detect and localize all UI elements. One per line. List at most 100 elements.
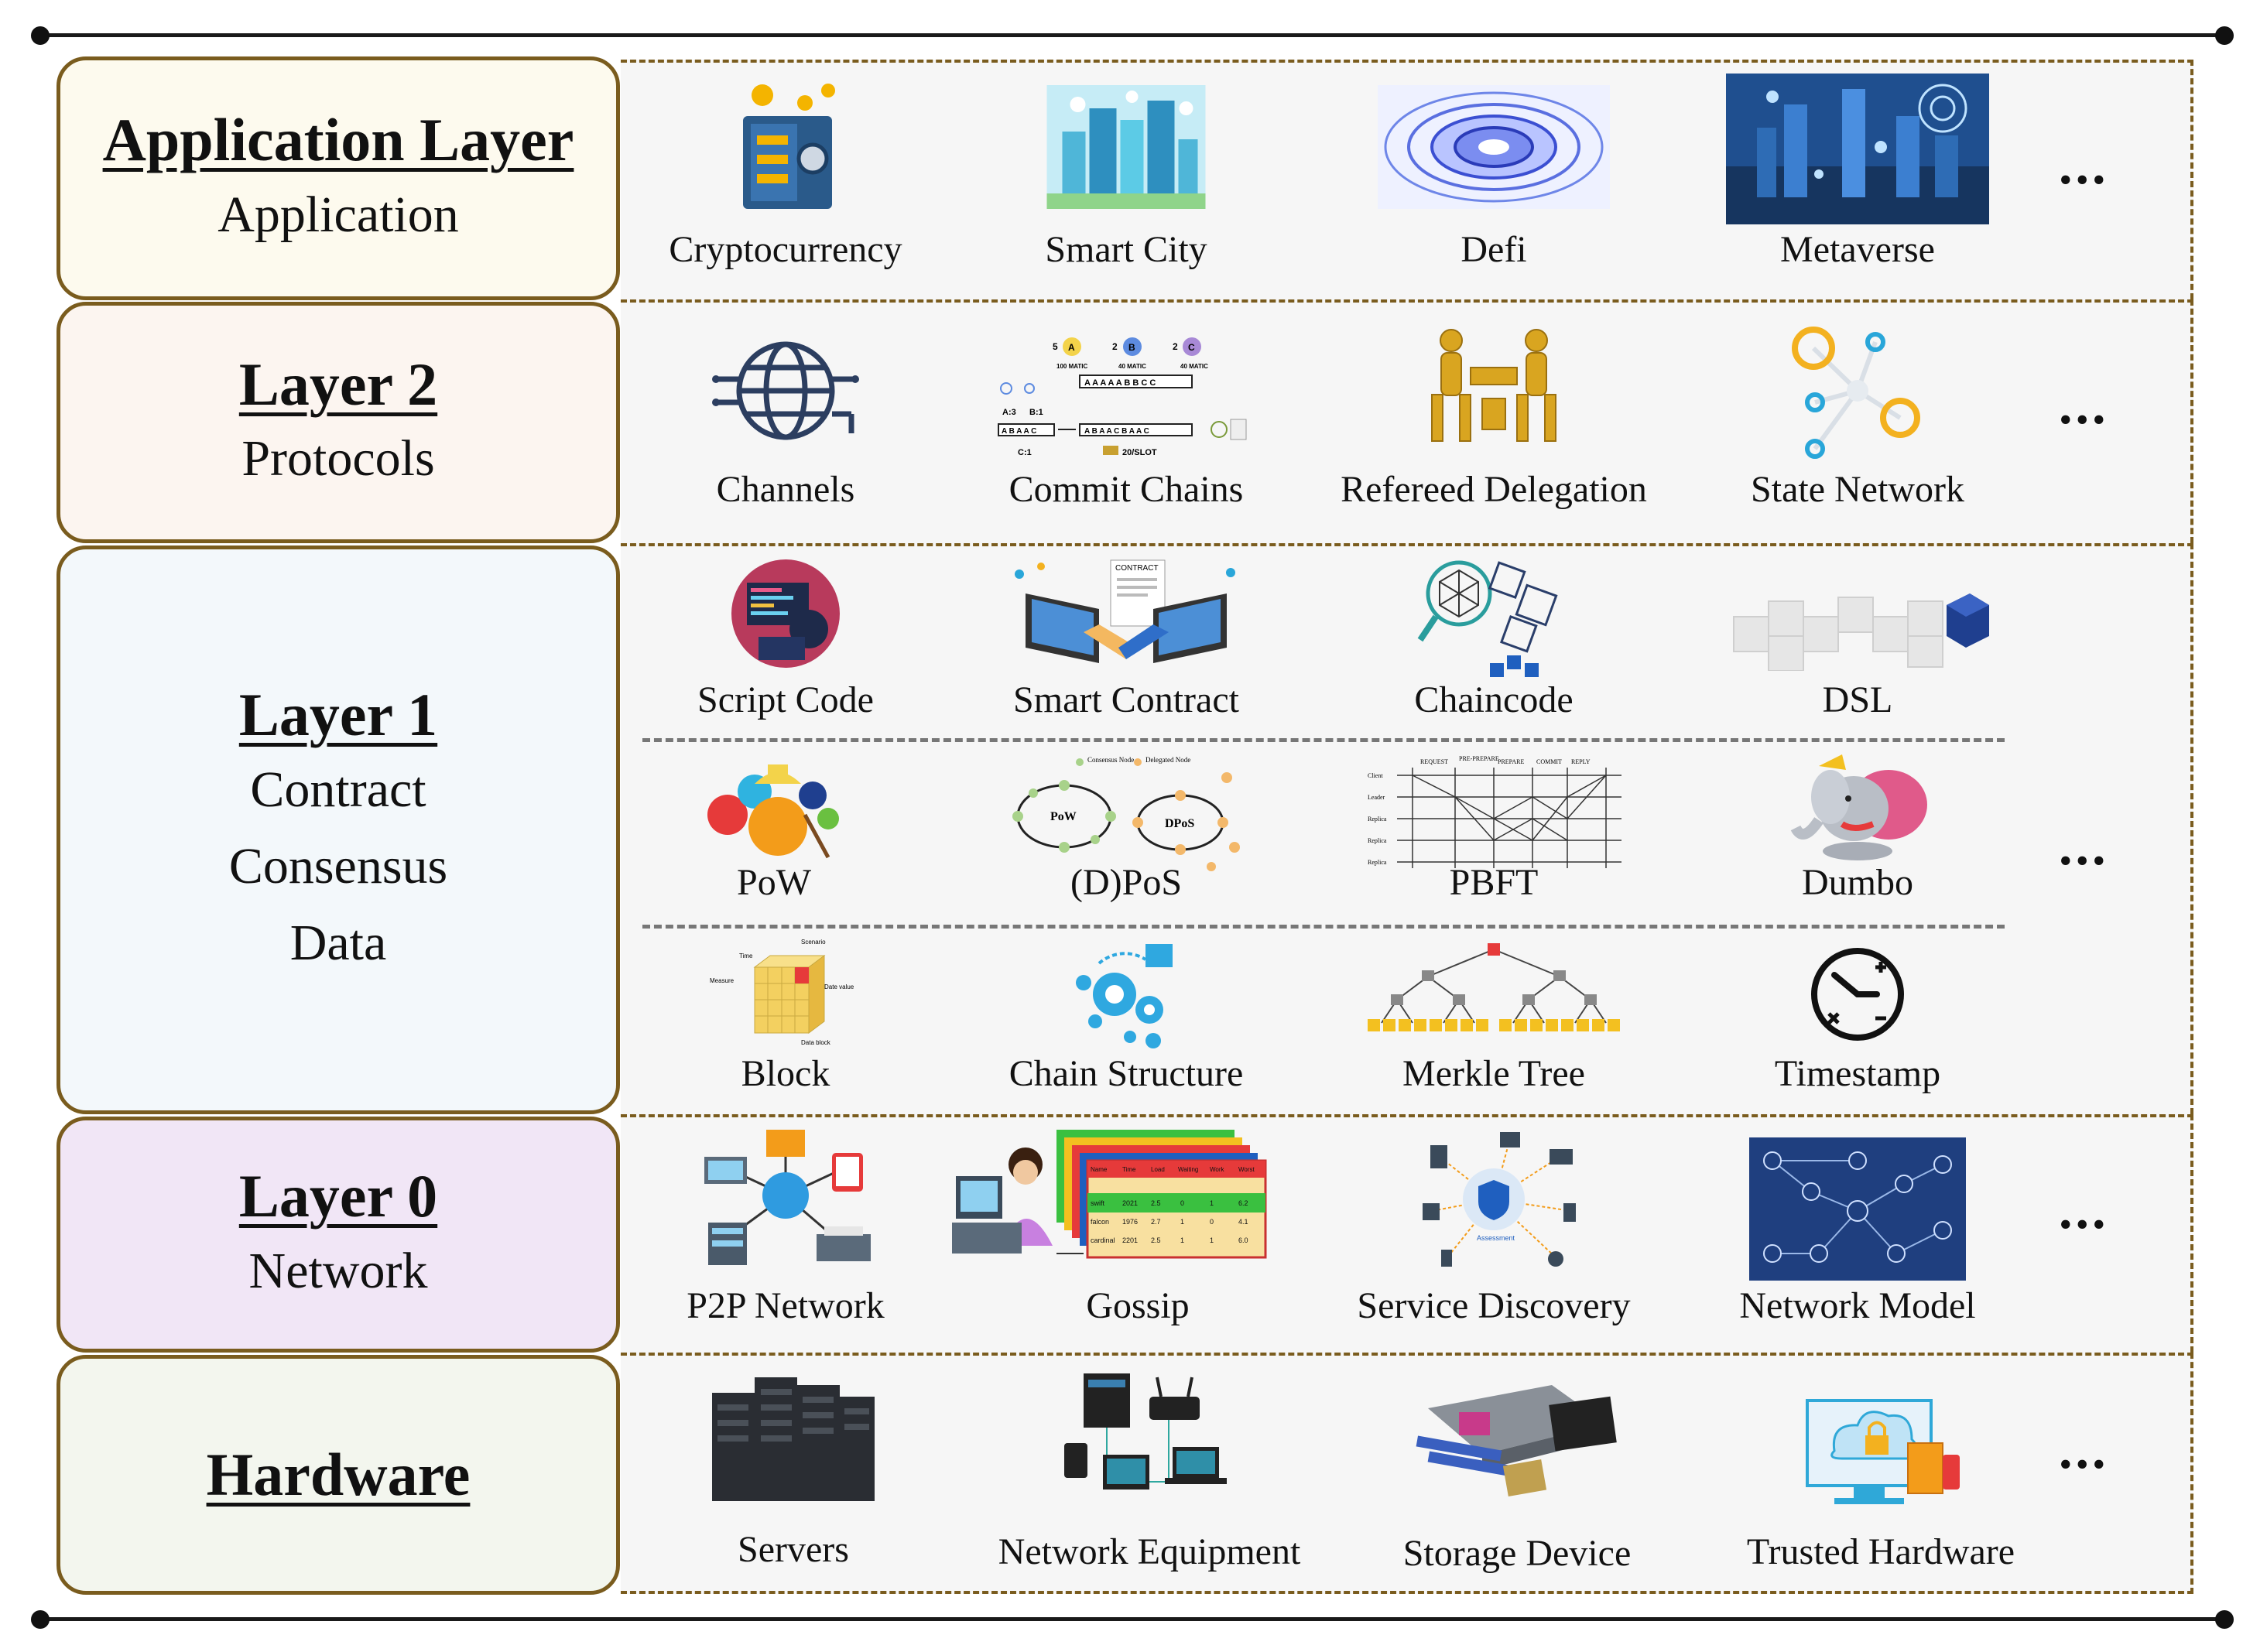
icon-text: REQUEST bbox=[1420, 758, 1448, 765]
item-label: Chain Structure bbox=[1008, 1053, 1244, 1094]
icon-text: 2.7 bbox=[1151, 1218, 1161, 1226]
item-label: Servers bbox=[738, 1529, 849, 1570]
item-dpos: Consensus Node Delegated Node PoW DPoS (… bbox=[948, 747, 1304, 921]
item-script-code: Script Code bbox=[608, 551, 964, 737]
item-network-model: Network Model bbox=[1680, 1122, 2036, 1346]
icon-text: Replica bbox=[1368, 859, 1387, 866]
item-label: Smart City bbox=[1045, 229, 1207, 270]
layer-2-panel bbox=[621, 299, 2193, 543]
icon-text: 1 bbox=[1210, 1236, 1214, 1244]
icon-text: 2 bbox=[1112, 341, 1118, 352]
merkle-tree-icon bbox=[1366, 942, 1621, 1038]
icon-text: PoW bbox=[1050, 810, 1077, 823]
item-label: Commit Chains bbox=[1008, 469, 1244, 510]
icon-text: Worst bbox=[1238, 1166, 1255, 1173]
layer-subtitle: Network bbox=[248, 1242, 428, 1299]
icon-text: B bbox=[1128, 342, 1135, 353]
item-pow: PoW bbox=[596, 747, 952, 921]
defi-icon bbox=[1378, 85, 1610, 213]
icon-text: Replica bbox=[1368, 837, 1387, 844]
icon-text: 1 bbox=[1180, 1236, 1184, 1244]
icon-text: 2.5 bbox=[1151, 1236, 1161, 1244]
icon-text: Measure bbox=[710, 977, 735, 984]
item-defi: Defi bbox=[1316, 74, 1672, 290]
icon-text: Leader bbox=[1368, 794, 1385, 801]
ellipsis: ... bbox=[2059, 136, 2109, 196]
gold-figures-icon bbox=[1409, 325, 1579, 460]
item-label: Network Model bbox=[1739, 1285, 1976, 1326]
gossip-icon: Name Time Load Waiting Work Worst swift … bbox=[948, 1130, 1327, 1273]
icon-text: Consensus Node bbox=[1087, 756, 1134, 764]
hardware-box: Hardware bbox=[57, 1355, 620, 1595]
icon-text: falcon bbox=[1091, 1218, 1109, 1226]
clock-icon bbox=[1807, 944, 1908, 1048]
mining-icon bbox=[704, 761, 844, 865]
item-label: (D)PoS bbox=[1070, 862, 1183, 903]
icon-text: 40 MATIC bbox=[1118, 363, 1146, 370]
ellipsis: ... bbox=[2059, 376, 2109, 436]
icon-text: PREPARE bbox=[1498, 758, 1525, 765]
layer-subtitle: Application bbox=[217, 186, 459, 243]
safe-icon bbox=[720, 81, 851, 221]
item-timestamp: Timestamp bbox=[1680, 932, 2036, 1110]
smart-contract-icon: CONTRACT bbox=[1010, 559, 1242, 679]
item-p2p-network: P2P Network bbox=[608, 1122, 964, 1346]
layer-0-box: Layer 0 Network bbox=[57, 1117, 620, 1353]
globe-network-icon bbox=[712, 337, 859, 449]
icon-text: Time bbox=[739, 953, 753, 959]
layer-subtitle: Data bbox=[289, 914, 387, 971]
item-dsl: DSL bbox=[1680, 551, 2036, 737]
cloud-lock-device-icon bbox=[1800, 1377, 1962, 1513]
ellipsis: ... bbox=[2059, 1421, 2109, 1480]
icon-text: Assessment bbox=[1477, 1234, 1515, 1242]
item-servers: Servers bbox=[615, 1362, 971, 1586]
dpos-icon: Consensus Node Delegated Node PoW DPoS bbox=[1002, 754, 1250, 878]
item-label: State Network bbox=[1751, 469, 1964, 510]
icon-text: Name bbox=[1091, 1166, 1108, 1173]
item-label: Channels bbox=[716, 469, 855, 510]
layer-title: Hardware bbox=[206, 1441, 471, 1509]
layer-2-box: Layer 2 Protocols bbox=[57, 302, 620, 543]
item-storage-device: Storage Device bbox=[1339, 1362, 1695, 1586]
ellipsis: ... bbox=[2059, 817, 2109, 877]
item-label: Script Code bbox=[697, 679, 874, 720]
icon-text: A bbox=[1068, 342, 1075, 353]
dumbo-elephant-icon bbox=[1788, 751, 1927, 867]
layer-title: Layer 1 bbox=[238, 681, 438, 749]
server-rack-icon bbox=[708, 1373, 878, 1509]
item-label: PoW bbox=[737, 862, 811, 903]
chaincode-icon bbox=[1413, 555, 1575, 686]
item-label: Trusted Hardware bbox=[1746, 1531, 2015, 1572]
icon-text: 0 bbox=[1210, 1218, 1214, 1226]
service-discovery-icon: Assessment bbox=[1409, 1126, 1579, 1273]
icon-text: A B A A C bbox=[1002, 427, 1036, 436]
icon-text: swift bbox=[1091, 1199, 1104, 1207]
icon-text: Delegated Node bbox=[1145, 756, 1190, 764]
icon-text: A:3 bbox=[1002, 408, 1016, 417]
icon-text: C:1 bbox=[1018, 448, 1032, 457]
layer-subtitle: Contract bbox=[250, 761, 426, 818]
item-label: Merkle Tree bbox=[1402, 1053, 1585, 1094]
icon-text: 0 bbox=[1180, 1199, 1184, 1207]
icon-text: Replica bbox=[1368, 816, 1387, 823]
item-pbft: REQUEST PRE-PREPARE PREPARE COMMIT REPLY… bbox=[1316, 747, 1672, 921]
network-model-icon bbox=[1749, 1137, 1966, 1284]
icon-text: A A A A A B B C C bbox=[1084, 378, 1156, 388]
item-chain-structure: Chain Structure bbox=[948, 932, 1304, 1110]
icon-text: CONTRACT bbox=[1115, 564, 1159, 573]
smart-city-icon bbox=[1046, 85, 1206, 213]
bottom-border-line bbox=[40, 1617, 2223, 1621]
layer-title: Application Layer bbox=[102, 106, 574, 174]
item-label: Refereed Delegation bbox=[1341, 469, 1647, 510]
item-label: DSL bbox=[1822, 679, 1893, 720]
item-label: Metaverse bbox=[1780, 229, 1935, 270]
layer-title: Layer 2 bbox=[238, 350, 438, 418]
item-network-equipment: Network Equipment bbox=[971, 1362, 1327, 1586]
item-label: Cryptocurrency bbox=[669, 229, 902, 270]
icon-text: 40 MATIC bbox=[1180, 363, 1208, 370]
ellipsis: ... bbox=[2059, 1181, 2109, 1240]
icon-text: 4.1 bbox=[1238, 1218, 1248, 1226]
item-label: Dumbo bbox=[1802, 862, 1913, 903]
layer-subtitle: Consensus bbox=[228, 837, 448, 894]
icon-text: COMMIT bbox=[1536, 758, 1562, 765]
